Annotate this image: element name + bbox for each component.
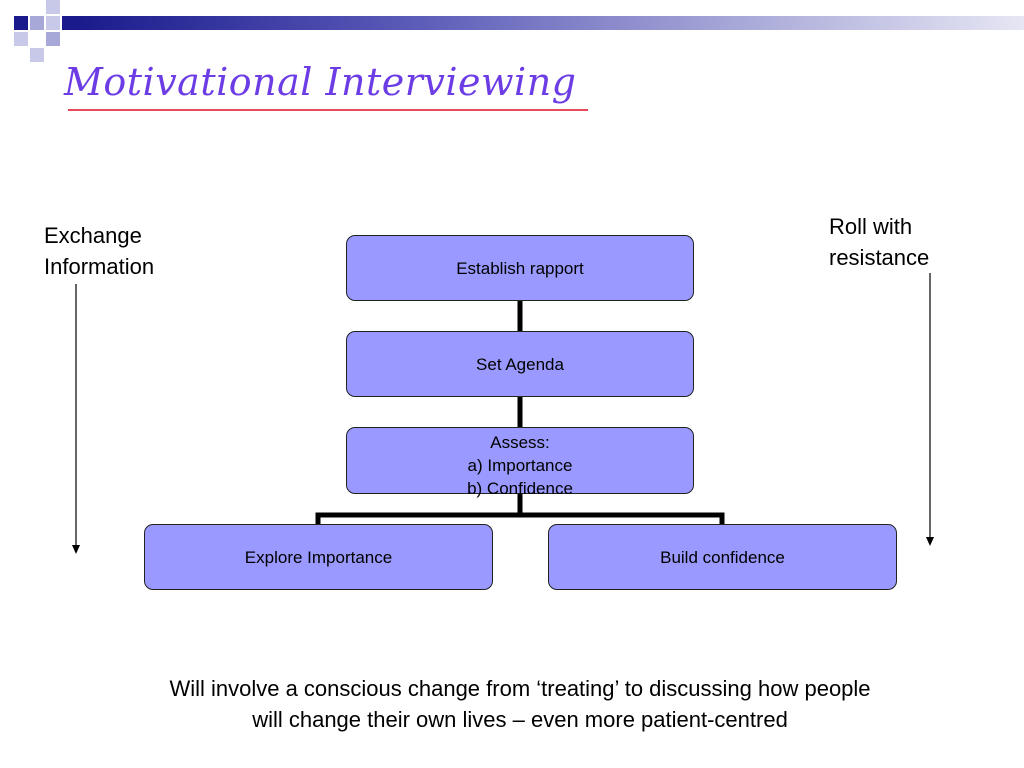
corner-square-light-3 [46, 0, 60, 14]
left-label-line-1: Exchange [44, 223, 142, 248]
title-underline [68, 109, 588, 111]
box-establish-rapport-label: Establish rapport [456, 258, 584, 278]
box-set-agenda: Set Agenda [346, 331, 694, 397]
box-set-agenda-label: Set Agenda [476, 354, 564, 374]
corner-square-light-5 [46, 32, 60, 46]
box-assess: Assess: a) Importance b) Confidence [346, 427, 694, 498]
corner-square-light-2 [46, 16, 60, 30]
left-label-line-2: Information [44, 254, 155, 279]
box-assess-line-1: Assess: [490, 433, 550, 452]
footer-line-2: will change their own lives – even more … [252, 707, 788, 732]
corner-square-dark-1 [14, 16, 28, 30]
footer-line-1: Will involve a conscious change from ‘tr… [169, 676, 871, 701]
corner-square-light-6 [30, 48, 44, 62]
box-explore-importance: Explore Importance [144, 524, 493, 590]
footer-caption: Will involve a conscious change from ‘tr… [90, 673, 950, 735]
right-label-line-1: Roll with [829, 214, 913, 239]
corner-square-light-1 [30, 16, 44, 30]
box-establish-rapport: Establish rapport [346, 235, 694, 301]
corner-square-light-4 [14, 32, 28, 46]
right-arrowhead [926, 537, 934, 546]
box-build-confidence: Build confidence [548, 524, 897, 590]
right-label: Roll with resistance [829, 211, 929, 273]
left-arrowhead [72, 545, 80, 554]
box-assess-line-3: b) Confidence [467, 479, 573, 498]
left-label: Exchange Information [44, 220, 154, 282]
box-explore-importance-label: Explore Importance [244, 547, 393, 567]
corner-square-dark-2 [62, 16, 76, 30]
box-build-confidence-label: Build confidence [660, 547, 785, 567]
right-label-line-2: resistance [829, 245, 930, 270]
slide-title: Motivational Interviewing [64, 60, 577, 104]
header-gradient-band [76, 16, 1024, 30]
box-assess-line-2: a) Importance [467, 456, 573, 475]
